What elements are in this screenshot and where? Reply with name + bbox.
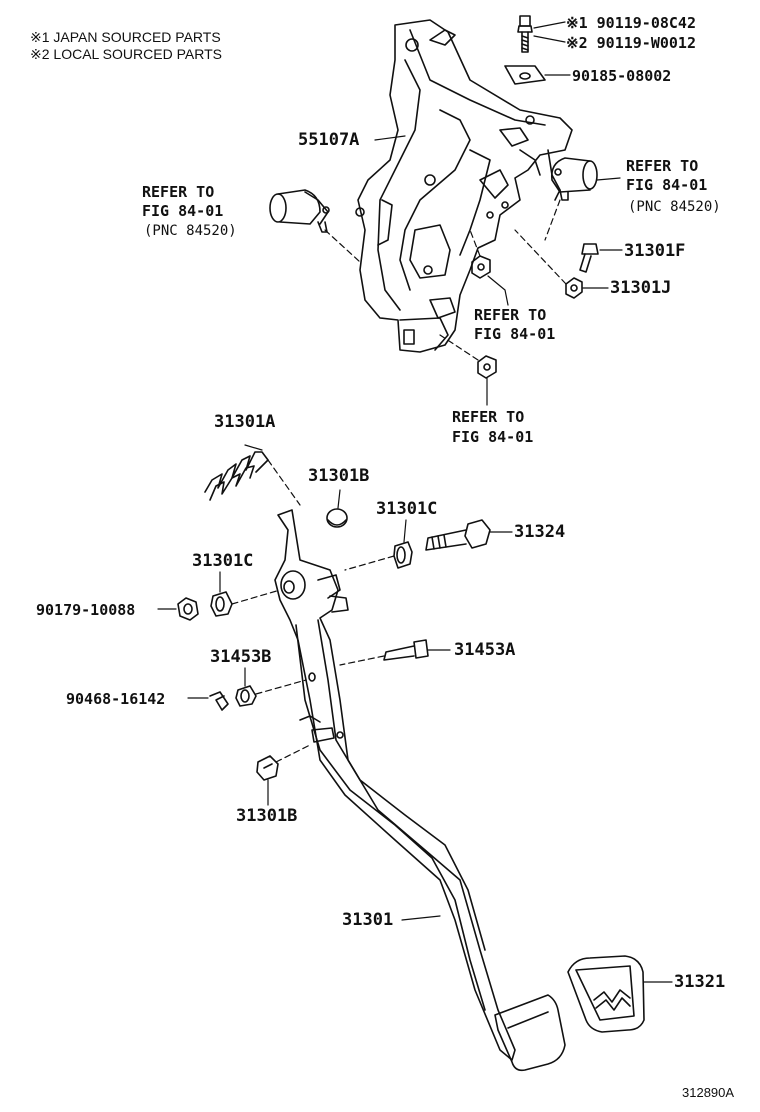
refer-mid-line1: REFER TO xyxy=(474,306,547,324)
label-31301j: 31301J xyxy=(610,278,672,298)
refer-bottom-line2: FIG 84-01 xyxy=(452,428,534,446)
clevis-pin-31453a-icon xyxy=(383,639,429,661)
label-31321: 31321 xyxy=(674,972,726,992)
label-31453a: 31453A xyxy=(454,640,516,660)
label-31453b: 31453B xyxy=(210,647,272,667)
label-31301: 31301 xyxy=(342,910,394,930)
label-31301f: 31301F xyxy=(624,241,686,261)
refer-right-line2: FIG 84-01 xyxy=(626,176,708,194)
label-31324: 31324 xyxy=(514,522,566,542)
nut-31301j-icon xyxy=(565,277,583,299)
bushing-31453b-icon xyxy=(235,685,257,707)
nut-90179-icon xyxy=(177,597,199,621)
label-31301c-left: 31301C xyxy=(192,551,254,571)
refer-right-line1: REFER TO xyxy=(626,157,699,175)
label-90119-08c42: ※1 90119-08C42 xyxy=(566,14,696,32)
diagram-code: 312890A xyxy=(682,1085,735,1100)
bolt-31301f-icon xyxy=(579,243,599,273)
pedal-pad-mounted-icon xyxy=(494,994,566,1072)
bushing-31301c-left-icon xyxy=(210,591,233,617)
brake-pedal-31301 xyxy=(274,509,516,1061)
note-local-sourced: ※2 LOCAL SOURCED PARTS xyxy=(30,46,222,62)
refer-bottom-line1: REFER TO xyxy=(452,408,525,426)
bolt-31324-icon xyxy=(425,519,491,551)
nut-refer-mid-icon xyxy=(471,255,491,279)
label-90119-w0012: ※2 90119-W0012 xyxy=(566,34,696,52)
bolt-90119-icon xyxy=(517,15,533,53)
label-31301b-bottom: 31301B xyxy=(236,806,298,826)
clip-90468-icon xyxy=(209,691,229,711)
pedal-bracket-55107a xyxy=(355,19,573,353)
stop-lamp-switch-right-icon xyxy=(550,157,598,201)
stopper-31301b-top-icon xyxy=(326,508,348,528)
pedal-pad-31321-icon xyxy=(567,955,645,1033)
label-90179-10088: 90179-10088 xyxy=(36,601,136,619)
refer-mid-line2: FIG 84-01 xyxy=(474,325,556,343)
label-31301b-top: 31301B xyxy=(308,466,370,486)
note-japan-sourced: ※1 JAPAN SOURCED PARTS xyxy=(30,29,221,45)
label-31301a: 31301A xyxy=(214,412,276,432)
nut-refer-bottom-icon xyxy=(477,355,497,379)
refer-left-line2: FIG 84-01 xyxy=(142,202,224,220)
nut-plate-90185-icon xyxy=(504,65,546,85)
stopper-31301b-bottom-icon xyxy=(256,755,279,781)
refer-left-line3: (PNC 84520) xyxy=(144,223,237,239)
refer-right-line3: (PNC 84520) xyxy=(628,199,721,215)
stop-lamp-switch-left-icon xyxy=(269,189,330,233)
refer-left-line1: REFER TO xyxy=(142,183,215,201)
return-spring-31301a-icon xyxy=(204,451,269,501)
label-55107a: 55107A xyxy=(298,130,360,150)
label-31301c-right: 31301C xyxy=(376,499,438,519)
label-90185-08002: 90185-08002 xyxy=(572,67,672,85)
label-90468-16142: 90468-16142 xyxy=(66,690,166,708)
bushing-31301c-right-icon xyxy=(393,541,413,569)
